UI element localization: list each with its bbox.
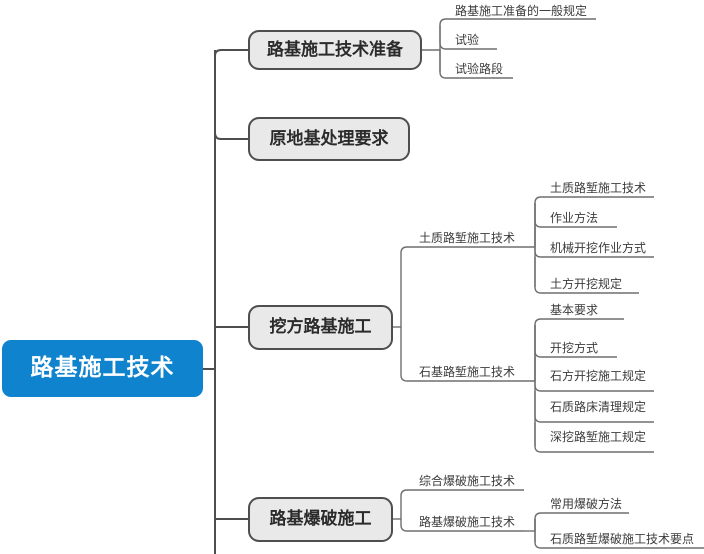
leaf-node[interactable]: 常用爆破方法 (550, 497, 623, 511)
leaf-node[interactable]: 基本要求 (550, 303, 599, 317)
branch-node-yuandijichulixaoqiu[interactable]: 原地基处理要求 (248, 117, 410, 161)
root-node-label: 路基施工技术 (30, 355, 175, 381)
branch-node-label: 路基爆破施工 (269, 509, 372, 529)
leaf-node[interactable]: 试验 (455, 33, 480, 47)
leaf-node[interactable]: 土方开挖规定 (550, 277, 623, 291)
root-node[interactable]: 路基施工技术 (2, 340, 203, 397)
leaf-node[interactable]: 石方开挖施工规定 (550, 369, 647, 383)
leaf-node[interactable]: 作业方法 (550, 211, 599, 225)
leaf-node[interactable]: 路基施工准备的一般规定 (455, 4, 588, 18)
link-b42-leaf-1 (534, 512, 629, 531)
link-b3-sub-1 (400, 246, 535, 254)
leaf-node[interactable]: 石质路堑爆破施工技术要点 (550, 532, 695, 546)
leaf-node[interactable]: 试验路段 (455, 62, 504, 76)
link-spine-branch-2 (214, 127, 248, 140)
link-spine-branch-1 (214, 49, 248, 58)
branch-node-wafanglujishigong[interactable]: 挖方路基施工 (248, 305, 393, 350)
branch-node-label: 路基施工技术准备 (267, 39, 403, 60)
leaf-node[interactable]: 深挖路堑施工规定 (550, 430, 647, 444)
subbranch-node[interactable]: 土质路堑施工技术 (419, 231, 516, 245)
branch-node-label: 原地基处理要求 (269, 128, 389, 149)
branch-node-label: 挖方路基施工 (269, 317, 372, 337)
leaf-node[interactable]: 机械开挖作业方式 (550, 241, 647, 255)
subbranch-node[interactable]: 路基爆破施工技术 (419, 515, 516, 529)
subbranch-node[interactable]: 综合爆破施工技术 (419, 474, 516, 488)
leaf-node[interactable]: 石质路床清理规定 (550, 400, 647, 414)
subbranch-node[interactable]: 石基路堑施工技术 (419, 365, 516, 379)
link-b1-child-1 (439, 18, 596, 26)
link-b3-sub-2 (400, 253, 535, 382)
link-b4-sub-1 (400, 489, 524, 497)
leaf-node[interactable]: 土质路堑施工技术 (550, 181, 647, 195)
branch-node-lujishigongjishuzhunbei[interactable]: 路基施工技术准备 (248, 30, 422, 70)
leaf-node[interactable]: 开挖方式 (550, 341, 599, 355)
branch-node-lujibaopoishigong[interactable]: 路基爆破施工 (248, 497, 393, 542)
